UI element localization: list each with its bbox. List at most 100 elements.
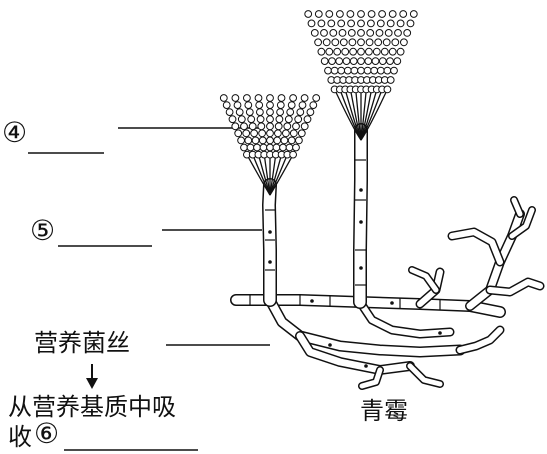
right-broom-spore-0-3 xyxy=(320,57,329,65)
nucleus-5 xyxy=(310,299,314,303)
hypha-lower-branch-fill xyxy=(266,296,464,356)
right-broom-spore-9-5 xyxy=(391,38,400,47)
nucleus-2 xyxy=(359,188,363,192)
right-broom-branch-10 xyxy=(360,89,388,141)
right-broom-spore-8-2 xyxy=(376,66,385,75)
left-broom-spore-0-8 xyxy=(219,94,228,102)
left-broom-spore-6-1 xyxy=(279,143,287,152)
right-broom-spore-3-3 xyxy=(342,57,351,65)
right-broom-spore-8-7 xyxy=(386,19,395,28)
right-broom-spore-1-3 xyxy=(328,57,336,65)
left-broom-spore-3-6 xyxy=(256,108,264,116)
down-arrow-head xyxy=(86,378,98,389)
left-broom-spore-2-6 xyxy=(245,108,254,116)
left-broom-spore-4-6 xyxy=(266,108,274,116)
right-broom-spore-10-3 xyxy=(393,57,402,65)
nucleus-8 xyxy=(364,364,368,368)
right-broom-spore-10-0 xyxy=(383,85,392,94)
right-broom-spore-10-8 xyxy=(409,10,418,18)
label-absorb-line-1: 从营养基质中吸 xyxy=(8,393,176,421)
hypha-right-tip-fill xyxy=(509,207,535,239)
hypha-up-stub-2-fill xyxy=(409,267,439,293)
left-broom-spore-3-4 xyxy=(257,122,266,131)
label-absorb-line-2: 收 xyxy=(8,423,32,451)
hypha-branch-upper-fill xyxy=(449,229,503,265)
left-broom-spore-1-3 xyxy=(242,129,251,138)
right-broom-spore-7-7 xyxy=(376,19,385,28)
hypha-lower-tip-2-fill xyxy=(407,363,443,387)
left-broom-spore-0-2 xyxy=(237,136,246,145)
right-broom-spore-3-6 xyxy=(338,29,347,37)
right-broom-spore-1-5 xyxy=(322,38,331,47)
left-broom-spore-7-3 xyxy=(289,129,298,138)
left-broom-spore-2-1 xyxy=(253,143,261,152)
left-broom-spore-6-8 xyxy=(289,94,298,102)
left-broom-spore-4-7 xyxy=(266,101,274,109)
right-broom-spore-5-7 xyxy=(357,19,365,28)
septa xyxy=(249,159,441,310)
nucleus-9 xyxy=(438,331,442,335)
left-broom-spore-3-1 xyxy=(259,143,268,152)
right-broom-spore-5-8 xyxy=(357,10,365,18)
left-broom-spore-5-5 xyxy=(275,115,284,124)
left-broom-spore-0-1 xyxy=(240,143,248,152)
left-broom-spore-4-5 xyxy=(266,115,274,124)
right-broom-spore-4-7 xyxy=(347,19,356,28)
left-broom-spore-7-7 xyxy=(298,101,307,109)
left-broom-spore-2-3 xyxy=(250,129,259,138)
left-broom-spore-2-4 xyxy=(248,122,257,131)
right-broom-spore-8-6 xyxy=(384,29,393,37)
right-broom-spore-4-4 xyxy=(349,47,358,56)
left-broom-spore-7-5 xyxy=(294,115,303,124)
spore-chains xyxy=(219,10,418,196)
left-broom-spore-5-4 xyxy=(274,122,283,131)
right-broom-spore-6-4 xyxy=(365,47,373,56)
left-broom-spore-1-8 xyxy=(231,94,240,102)
right-broom-spore-1-7 xyxy=(317,19,326,28)
label-vegetative-hyphae: 营养菌丝 xyxy=(34,329,130,357)
stalk-left-fill xyxy=(263,179,276,306)
left-broom-spore-2-8 xyxy=(243,94,251,102)
left-broom-spore-6-5 xyxy=(284,115,293,124)
right-broom-spore-2-3 xyxy=(335,57,344,65)
right-broom-spore-8-3 xyxy=(378,57,387,65)
left-broom-spore-6-2 xyxy=(280,136,289,145)
left-broom-spore-7-1 xyxy=(285,143,294,152)
left-broom-spore-3-3 xyxy=(258,129,267,138)
right-broom-spore-7-6 xyxy=(375,29,384,37)
right-broom-spore-3-4 xyxy=(341,47,350,56)
hypha-lower-tip-fill xyxy=(359,367,383,389)
left-broom-spore-8-6 xyxy=(306,108,315,116)
nucleus-3 xyxy=(359,220,363,224)
nucleus-1 xyxy=(268,260,272,264)
left-broom-spore-5-3 xyxy=(274,129,282,138)
right-broom-spore-1-4 xyxy=(325,47,334,56)
right-broom-spore-5-4 xyxy=(357,47,365,56)
left-broom-spore-8-7 xyxy=(309,101,318,109)
left-broom-spore-6-7 xyxy=(287,101,296,109)
right-broom-spore-3-2 xyxy=(343,66,352,75)
right-broom-spore-9-2 xyxy=(383,66,392,75)
left-broom-spore-0-7 xyxy=(222,101,231,109)
left-broom-spore-2-2 xyxy=(251,136,260,145)
left-broom-spore-6-4 xyxy=(283,122,292,131)
left-broom-spore-5-6 xyxy=(276,108,285,116)
right-broom-spore-9-6 xyxy=(394,29,402,37)
right-broom-spore-6-8 xyxy=(367,10,376,18)
left-broom-spore-1-6 xyxy=(235,108,244,116)
right-broom-spore-4-5 xyxy=(348,38,357,47)
right-broom-spore-0-6 xyxy=(310,29,319,37)
right-broom-spore-6-5 xyxy=(365,38,374,47)
right-broom-spore-5-6 xyxy=(357,29,365,37)
right-broom-spore-10-1 xyxy=(386,76,395,84)
right-broom-spore-4-3 xyxy=(349,57,358,65)
right-broom-spore-3-5 xyxy=(339,38,348,47)
right-broom-spore-7-3 xyxy=(371,57,380,65)
right-broom-spore-5-5 xyxy=(357,38,365,47)
left-broom-spore-7-2 xyxy=(287,136,296,145)
right-broom-spore-0-2 xyxy=(324,66,332,75)
hypha-right-fork-fill xyxy=(511,197,523,217)
left-broom-spore-5-2 xyxy=(273,136,282,145)
left-broom-spore-8-2 xyxy=(295,136,303,145)
